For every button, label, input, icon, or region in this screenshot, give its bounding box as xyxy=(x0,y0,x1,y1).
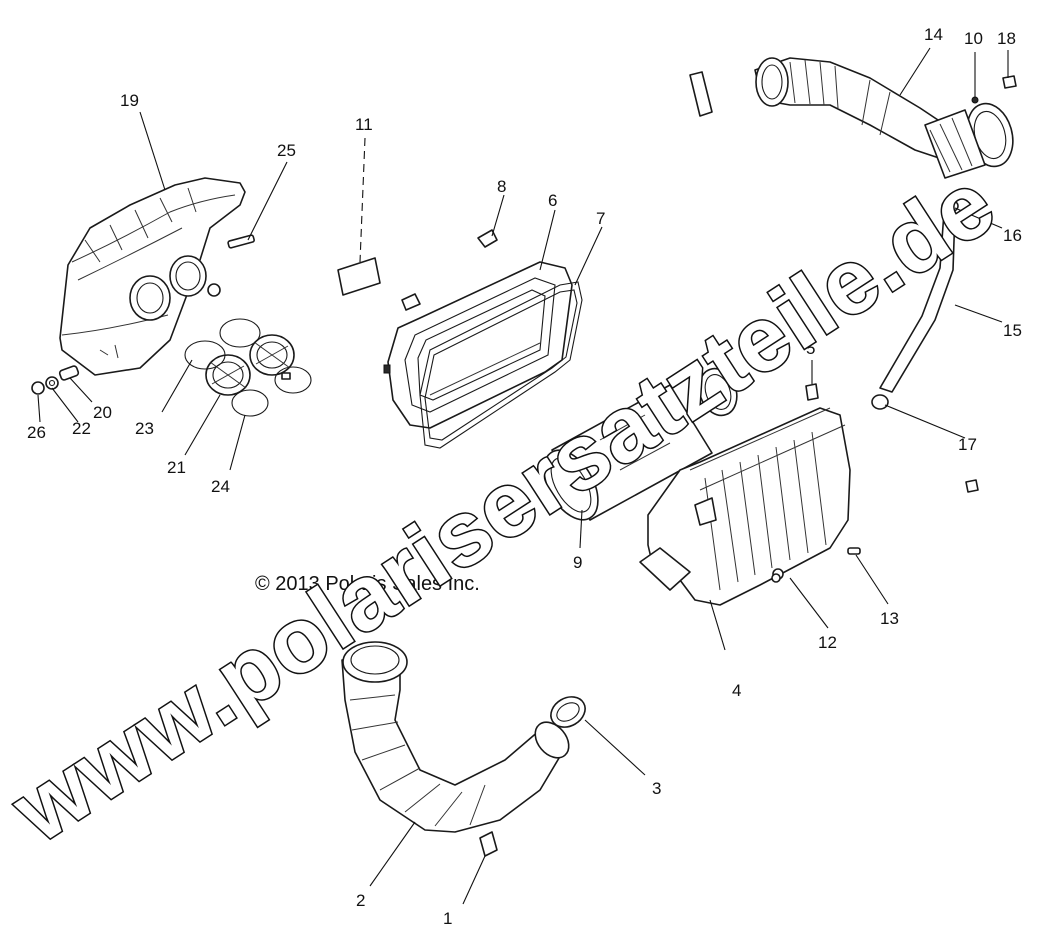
part-14-clamp xyxy=(689,71,713,117)
callout-16: 16 xyxy=(1003,226,1022,245)
part-11-decal xyxy=(337,257,381,296)
part-23-clamps xyxy=(184,318,261,370)
callout-24: 24 xyxy=(211,477,230,496)
part-21-couplers xyxy=(205,334,295,396)
part-9-ring xyxy=(698,367,738,417)
part-25-bolt xyxy=(207,234,255,297)
part-14-duct xyxy=(754,57,951,161)
part-12-fastener xyxy=(771,573,781,583)
part-26-nut xyxy=(31,381,45,395)
part-20-spacer xyxy=(58,365,80,381)
callout-22: 22 xyxy=(72,419,91,438)
part-19-plenum xyxy=(59,177,246,376)
callout-1: 1 xyxy=(443,909,452,928)
callout-11: 11 xyxy=(355,115,373,134)
callout-25: 25 xyxy=(277,141,296,160)
part-15-hose xyxy=(879,211,956,393)
callout-2: 2 xyxy=(356,891,365,910)
callout-20: 20 xyxy=(93,403,112,422)
part-13-screw xyxy=(847,547,861,555)
callout-6: 6 xyxy=(548,191,557,210)
part-5-clip xyxy=(805,383,819,401)
leader-lines xyxy=(37,47,1009,905)
part-24-clamps xyxy=(231,366,312,417)
copyright-notice: © 2013 Polaris Sales Inc. xyxy=(255,573,480,595)
part-3-clamp xyxy=(550,696,586,728)
callout-9: 9 xyxy=(573,553,582,572)
callout-7: 7 xyxy=(596,209,605,228)
callout-26: 26 xyxy=(27,423,46,442)
part-6-cover xyxy=(383,261,573,429)
callout-8: 8 xyxy=(497,177,506,196)
part-22-washer xyxy=(45,376,59,390)
callout-14: 14 xyxy=(924,25,943,44)
callout-10: 10 xyxy=(964,29,983,48)
callout-23: 23 xyxy=(135,419,154,438)
callout-3: 3 xyxy=(652,779,661,798)
callout-12: 12 xyxy=(818,633,837,652)
callout-13: 13 xyxy=(880,609,899,628)
callout-5: 5 xyxy=(806,339,815,358)
callout-17: 17 xyxy=(958,435,977,454)
callout-18: 18 xyxy=(997,29,1016,48)
callout-15: 15 xyxy=(1003,321,1022,340)
part-10-adapter xyxy=(924,96,1014,179)
callout-19: 19 xyxy=(120,91,139,110)
callout-labels: 1 2 3 4 5 6 7 8 9 10 11 12 13 14 15 16 1… xyxy=(27,25,1022,928)
part-17-clamp xyxy=(871,394,979,493)
part-7-seal xyxy=(419,281,583,449)
callout-21: 21 xyxy=(167,458,186,477)
callout-4: 4 xyxy=(732,681,741,700)
part-4-airbox-base xyxy=(639,407,851,606)
part-18-screw xyxy=(1002,75,1017,89)
part-2-lower-duct xyxy=(341,641,570,833)
part-9-filter xyxy=(543,384,713,521)
part-1-clip xyxy=(479,831,498,857)
